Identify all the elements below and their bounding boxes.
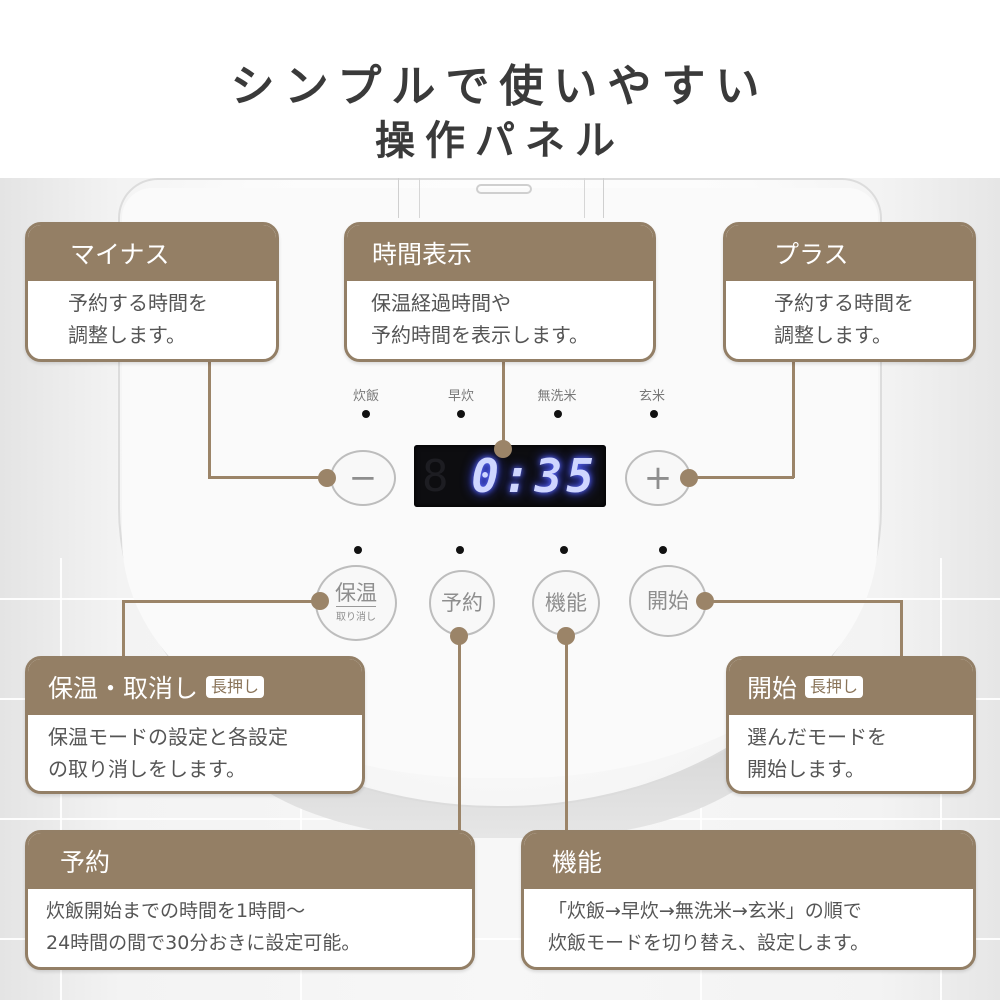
function-label: 機能 xyxy=(545,590,587,615)
header: シンプルで使いやすい 操作パネル xyxy=(0,0,1000,178)
connector-plus-h xyxy=(688,476,794,479)
callout-plus-title: プラス xyxy=(726,225,973,281)
mode-led-cook xyxy=(362,410,370,418)
display-ghost-digit: 8 xyxy=(422,451,449,502)
callout-start-title: 開始 xyxy=(747,674,798,703)
callout-time-display-body-line1: 保温経過時間や xyxy=(371,291,511,315)
cancel-sublabel: 取り消し xyxy=(336,606,376,623)
start-label: 開始 xyxy=(647,588,689,613)
mode-led-musenmai xyxy=(554,410,562,418)
mode-led-quick xyxy=(457,410,465,418)
timer-label: 予約 xyxy=(441,590,483,615)
callout-keep-warm-cancel: 保温・取消し 長押し 保温モードの設定と各設定 の取り消しをします。 xyxy=(25,656,365,794)
callout-start: 開始 長押し 選んだモードを 開始します。 xyxy=(726,656,976,794)
callout-minus-body-line1: 予約する時間を xyxy=(68,291,208,315)
connector-keepwarm-h xyxy=(122,600,322,603)
connector-dot-keepwarm xyxy=(311,592,329,610)
mode-label-musenmai: 無洗米 xyxy=(537,389,577,404)
connector-dot-display xyxy=(494,440,512,458)
connector-minus-v xyxy=(208,358,211,478)
callout-timer-body-line2: 24時間の間で30分おきに設定可能。 xyxy=(46,932,361,954)
connector-start-v xyxy=(900,600,903,660)
callout-timer-body-line1: 炊飯開始までの時間を1時間～ xyxy=(46,900,306,922)
callout-timer: 予約 炊飯開始までの時間を1時間～ 24時間の間で30分おきに設定可能。 xyxy=(25,830,475,970)
timer-led xyxy=(456,546,464,554)
mode-label-genmai: 玄米 xyxy=(638,389,665,404)
callout-function: 機能 「炊飯→早炊→無洗米→玄米」の順で 炊飯モードを切り替え、設定します。 xyxy=(521,830,976,970)
mode-led-genmai xyxy=(650,410,658,418)
callout-time-display: 時間表示 保温経過時間や 予約時間を表示します。 xyxy=(344,222,656,362)
connector-display-v xyxy=(502,358,505,448)
callout-keep-warm-body-line1: 保温モードの設定と各設定 xyxy=(48,725,288,749)
function-button[interactable]: 機能 xyxy=(532,570,600,636)
callout-keep-warm-body-line2: の取り消しをします。 xyxy=(48,757,246,781)
connector-function-v xyxy=(565,636,568,832)
connector-timer-v xyxy=(458,636,461,832)
callout-time-display-body-line2: 予約時間を表示します。 xyxy=(371,323,589,347)
callout-function-title: 機能 xyxy=(524,833,973,889)
callout-start-body-line1: 選んだモードを xyxy=(747,725,887,749)
minus-button[interactable]: − xyxy=(330,450,396,506)
time-display: 8 0:35 xyxy=(414,445,606,507)
start-button[interactable]: 開始 xyxy=(629,565,707,637)
callout-plus-body-line1: 予約する時間を xyxy=(774,291,914,315)
callout-function-body-line1: 「炊飯→早炊→無洗米→玄米」の順で xyxy=(548,900,862,922)
connector-keepwarm-v xyxy=(122,600,125,660)
callout-minus: マイナス 予約する時間を 調整します。 xyxy=(25,222,279,362)
long-press-badge: 長押し xyxy=(206,675,265,699)
timer-button[interactable]: 予約 xyxy=(429,570,495,636)
callout-start-body-line2: 開始します。 xyxy=(747,757,865,781)
function-led xyxy=(560,546,568,554)
page-title-line2: 操作パネル xyxy=(375,118,625,164)
lid-handle xyxy=(398,178,604,218)
connector-minus-h xyxy=(208,476,328,479)
plus-icon: + xyxy=(643,458,673,498)
connector-dot-function xyxy=(557,627,575,645)
connector-dot-plus xyxy=(680,469,698,487)
callout-time-display-title: 時間表示 xyxy=(347,225,653,281)
connector-start-h xyxy=(705,600,903,603)
minus-icon: − xyxy=(348,458,378,498)
callout-keep-warm-title: 保温・取消し xyxy=(48,674,199,703)
display-time: 0:35 xyxy=(471,449,598,503)
connector-dot-start xyxy=(696,592,714,610)
callout-minus-body-line2: 調整します。 xyxy=(68,323,186,347)
connector-dot-minus xyxy=(318,469,336,487)
callout-minus-title: マイナス xyxy=(28,225,276,281)
mode-label-cook: 炊飯 xyxy=(352,389,379,404)
page-title-line1: シンプルで使いやすい xyxy=(230,61,770,112)
callout-function-body-line2: 炊飯モードを切り替え、設定します。 xyxy=(548,932,870,954)
callout-plus: プラス 予約する時間を 調整します。 xyxy=(723,222,976,362)
connector-plus-v xyxy=(792,358,795,478)
keep-warm-led xyxy=(354,546,362,554)
mode-label-quick: 早炊 xyxy=(447,389,474,404)
long-press-badge: 長押し xyxy=(805,675,864,699)
callout-timer-title: 予約 xyxy=(28,833,472,889)
callout-plus-body-line2: 調整します。 xyxy=(774,323,892,347)
keep-warm-label: 保温 xyxy=(335,581,377,605)
connector-dot-timer xyxy=(450,627,468,645)
start-led xyxy=(659,546,667,554)
